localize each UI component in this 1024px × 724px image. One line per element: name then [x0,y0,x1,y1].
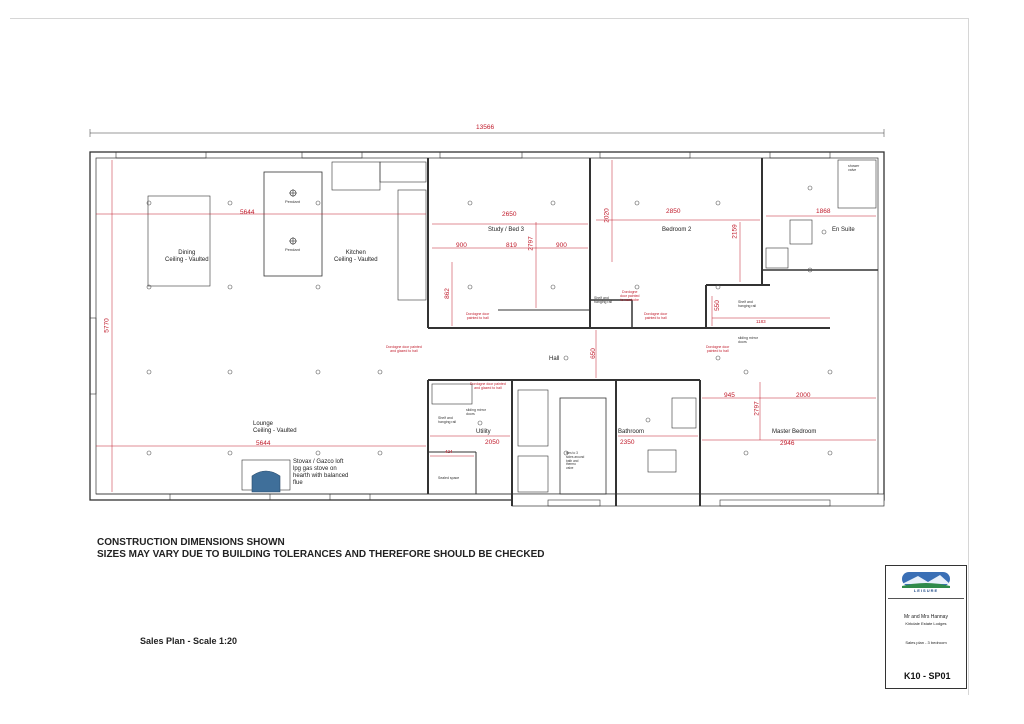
dimension-5644-top: 5644 [240,209,255,216]
sheet-border [10,18,969,695]
sliding-doors-label: sliding mirror doors [466,408,487,416]
room-dining: Dining Ceiling - Vaulted [165,250,209,263]
dimension-2797-a: 2797 [527,236,535,251]
room-study: Study / Bed 3 [488,227,525,233]
room-lounge: Lounge Ceiling - Vaulted [253,421,297,434]
dimension-900-b: 900 [556,242,567,249]
dimension-2000: 2000 [796,392,811,399]
door-note: Dordogne door painted to hall [644,312,668,320]
note-line: CONSTRUCTION DIMENSIONS SHOWN [97,537,285,548]
dimension-550: 550 [713,300,721,311]
pendant-label: Pendant [285,199,300,204]
overall-dimension: 13566 [476,124,495,131]
dimension-5770: 5770 [103,318,111,333]
bath-tiles-label: tiles to 3 sides around bath and thermo … [566,451,585,471]
outer-wall [89,151,885,501]
project-name: Kirkdale Estate Lodges [905,621,947,626]
dimension-819: 819 [506,242,517,249]
dimension-2020: 2020 [603,208,611,223]
construction-notes: CONSTRUCTION DIMENSIONS SHOWN SIZES MAY … [97,537,544,561]
dimension-2850: 2850 [666,208,681,215]
dimension-1183: 1183 [756,319,766,324]
room-kitchen: Kitchen Ceiling - Vaulted [334,250,378,263]
door-note: Dordogne door painted to wardrobe [620,290,640,302]
room-bathroom: Bathroom [618,429,645,435]
dimension-2159: 2159 [731,224,739,239]
company-logo: LEISURE [888,568,964,599]
plan-name: Sales plan - 3 bedroom [905,640,947,645]
scale-label: Sales Plan - Scale 1:20 [140,636,238,646]
kitchen-sink [331,161,381,191]
dimension-862: 862 [443,288,451,299]
door-note: Dordogne door painted and glazed to hall [386,345,422,353]
pendant-label: Pendant [285,247,300,252]
kitchen-island [263,171,323,277]
drawing-number: K10 - SP01 [904,671,951,681]
stove-label: Stovax / Gazco loft lpg gas stove on hea… [293,459,349,486]
dimension-2946: 2946 [780,440,795,447]
room-master-bedroom: Master Bedroom [772,429,817,435]
sliding-doors-label: sliding mirror doors [738,336,759,344]
title-block: LEISURE Mr and Mrs Hannay Kirkdale Estat… [885,565,967,689]
shelf-rail-label: Shelf and hanging rail [438,416,457,424]
dimension-2650: 2650 [502,211,517,218]
shower-label: shower valve [848,164,860,172]
sealed-space-label: Sealed space [438,476,460,480]
dimension-1868: 1868 [816,208,831,215]
door-note: Dordogne door painted and glazed to hall [470,382,506,390]
dimension-2797-b: 2797 [753,401,761,416]
room-utility: Utility [476,429,491,435]
note-line: SIZES MAY VARY DUE TO BUILDING TOLERANCE… [97,549,545,560]
dimension-424: 424 [445,449,453,454]
door-note: Dordogne door painted to hall [706,345,730,353]
shelf-rail-label: Shelf and hanging rail [738,300,757,308]
dimension-5644-bottom: 5644 [256,440,271,447]
door-note: Dordogne door painted to hall [466,312,490,320]
dimension-650: 650 [589,348,597,359]
room-hall: Hall [549,356,560,362]
bath [559,397,607,495]
stove-icon [251,470,281,493]
dimension-945: 945 [724,392,735,399]
logo-icon [902,572,950,588]
room-ensuite: En Suite [832,227,855,233]
dimension-2050: 2050 [485,439,500,446]
shelf-rail-label: Shelf and hanging rail [594,296,613,304]
dimension-900-a: 900 [456,242,467,249]
client-name: Mr and Mrs Hannay [904,614,948,620]
dimension-2350: 2350 [620,439,635,446]
room-bedroom2: Bedroom 2 [662,227,692,233]
logo-text: LEISURE [913,588,939,593]
